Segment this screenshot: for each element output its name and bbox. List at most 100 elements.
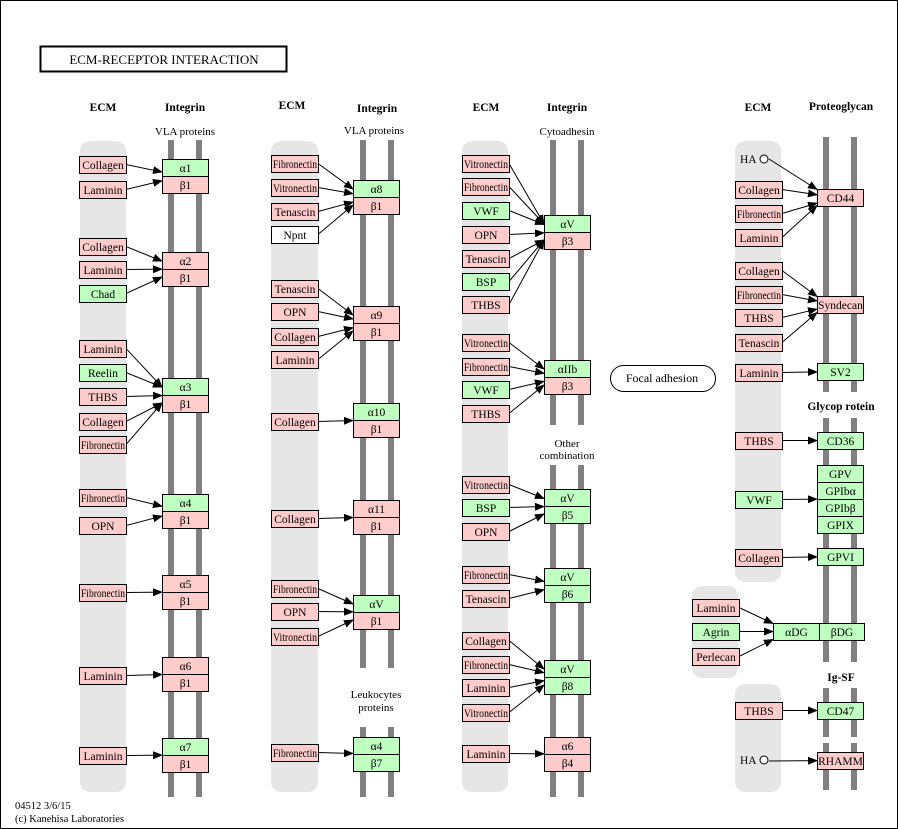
node-thbs[interactable]: THBS [462,405,510,423]
node--v[interactable]: αV [544,215,591,233]
node-box[interactable] [353,420,400,438]
node-collagen[interactable]: Collagen [271,413,319,431]
node--9[interactable]: α9 [353,306,400,324]
node--1[interactable]: β1 [162,176,209,194]
node-sv2[interactable]: SV2 [817,363,864,381]
node-box[interactable] [162,395,209,413]
node--6[interactable]: α6 [544,737,591,755]
node-fibronectin[interactable]: Fibronectin [271,580,319,598]
node-box[interactable] [462,273,510,291]
node-vwf[interactable]: VWF [462,202,510,220]
node-opn[interactable]: OPN [462,523,510,541]
node--1[interactable]: β1 [353,323,400,341]
node-box[interactable] [462,679,510,697]
node--4[interactable]: α4 [353,737,400,755]
node-fibronectin[interactable]: Fibronectin [462,358,510,376]
node-box[interactable] [79,517,127,535]
node-box[interactable] [462,381,510,399]
node--1[interactable]: β1 [162,755,209,773]
node-box[interactable] [735,205,783,223]
node-box[interactable] [817,752,864,770]
node-box[interactable] [271,203,319,221]
node--11[interactable]: α11 [353,500,400,518]
node-box[interactable] [735,334,783,352]
node--1[interactable]: β1 [162,674,209,692]
node-box[interactable] [817,548,864,566]
node--v[interactable]: αV [544,568,591,586]
node-thbs[interactable]: THBS [735,702,783,720]
node-box[interactable] [162,674,209,692]
node-thbs[interactable]: THBS [735,309,783,327]
compound-circle-icon[interactable] [759,154,769,164]
node--dg[interactable]: βDG [819,623,865,641]
node-thbs[interactable]: THBS [79,388,127,406]
node-laminin[interactable]: Laminin [735,364,783,382]
node-box[interactable] [462,226,510,244]
node-vitronectin[interactable]: Vitronectin [462,334,510,352]
node-box[interactable] [544,232,591,250]
node-box[interactable] [79,340,127,358]
node-fibronectin[interactable]: Fibronectin [462,178,510,196]
node-ha[interactable]: HA [740,154,769,166]
node--3[interactable]: β3 [544,377,591,395]
node-box[interactable] [353,323,400,341]
node-vitronectin[interactable]: Vitronectin [462,155,510,173]
node-box[interactable] [817,516,864,534]
node-collagen[interactable]: Collagen [735,549,783,567]
node-laminin[interactable]: Laminin [462,679,510,697]
node--3[interactable]: β3 [544,232,591,250]
node-collagen[interactable]: Collagen [79,238,127,256]
node--7[interactable]: α7 [162,738,209,756]
node-laminin[interactable]: Laminin [462,745,510,763]
node-fibronectin[interactable]: Fibronectin [79,489,127,507]
node-laminin[interactable]: Laminin [735,229,783,247]
node-bsp[interactable]: BSP [462,273,510,291]
node-fibronectin[interactable]: Fibronectin [735,286,783,304]
node-box[interactable] [271,280,319,298]
node--2[interactable]: α2 [162,252,209,270]
node-box[interactable] [79,388,127,406]
node-box[interactable] [79,413,127,431]
node-box[interactable] [735,286,783,304]
node-box[interactable] [735,309,783,327]
node-laminin[interactable]: Laminin [79,181,127,199]
node-cd47[interactable]: CD47 [817,702,864,720]
node-box[interactable] [271,179,319,197]
node-rhamm[interactable]: RHAMM [817,752,864,770]
node-opn[interactable]: OPN [79,517,127,535]
node-opn[interactable]: OPN [271,303,319,321]
node-fibronectin[interactable]: Fibronectin [79,584,127,602]
node-box[interactable] [544,754,591,772]
node-fibronectin[interactable]: Fibronectin [462,566,510,584]
node--10[interactable]: α10 [353,403,400,421]
node-gpvi[interactable]: GPVI [817,548,864,566]
node--1[interactable]: β1 [162,511,209,529]
node-box[interactable] [271,580,319,598]
node-box[interactable] [735,491,783,509]
node-bsp[interactable]: BSP [462,499,510,517]
node-box[interactable] [271,303,319,321]
node-box[interactable] [271,744,319,762]
node-box[interactable] [735,549,783,567]
node-box[interactable] [462,476,510,494]
node-box[interactable] [462,632,510,650]
node-box[interactable] [462,334,510,352]
node--8[interactable]: α8 [353,180,400,198]
node-chad[interactable]: Chad [79,285,127,303]
focal-adhesion-box[interactable] [610,365,716,392]
node-box[interactable] [735,181,783,199]
node-box[interactable] [462,566,510,584]
node-box[interactable] [819,623,865,641]
node-box[interactable] [79,156,127,174]
node-box[interactable] [817,296,864,314]
node-collagen[interactable]: Collagen [79,156,127,174]
node-box[interactable] [462,405,510,423]
node-box[interactable] [735,262,783,280]
node-box[interactable] [271,603,319,621]
node-laminin[interactable]: Laminin [692,599,740,617]
node--3[interactable]: α3 [162,378,209,396]
node-box[interactable] [462,155,510,173]
node-box[interactable] [353,754,400,772]
node-box[interactable] [735,702,783,720]
node-fibronectin[interactable]: Fibronectin [271,744,319,762]
